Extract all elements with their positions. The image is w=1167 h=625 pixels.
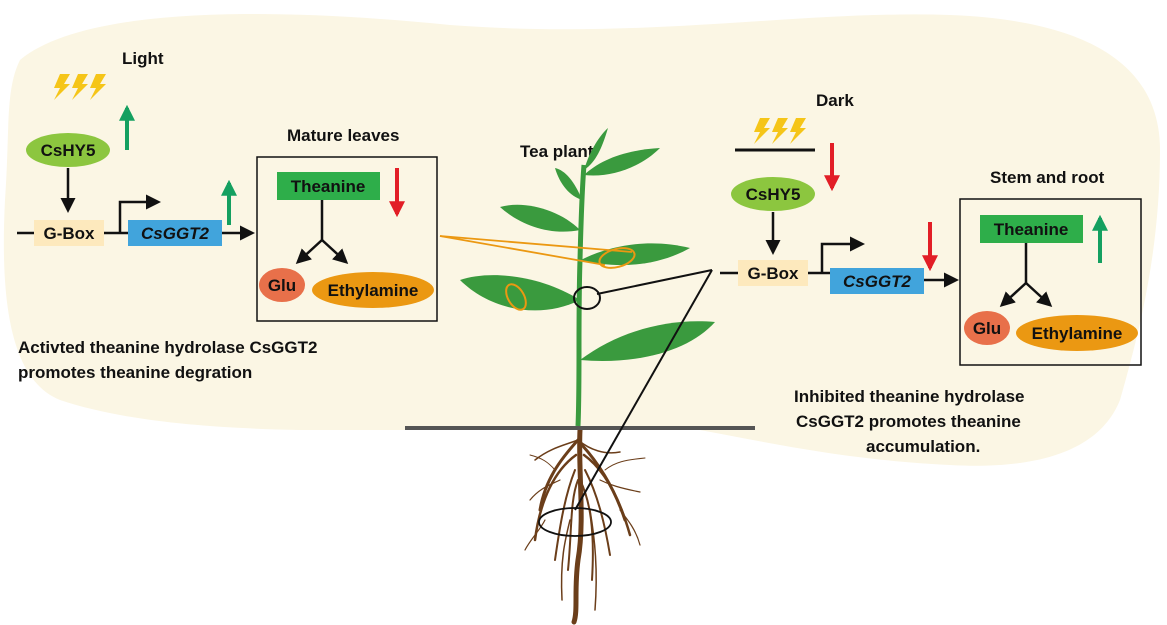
cshy5-label: CsHY5 bbox=[746, 185, 801, 204]
mature-leaves-frame bbox=[256, 156, 438, 322]
csggt2-label: CsGGT2 bbox=[843, 272, 912, 291]
stem-root-box: Stem and root Theanine Glu Ethylamine bbox=[959, 168, 1142, 366]
arrow-to-ethylamine bbox=[321, 239, 349, 265]
leader-line-orange bbox=[439, 235, 606, 266]
csggt2-node bbox=[128, 220, 222, 246]
theanine-node bbox=[980, 215, 1083, 243]
ethylamine-node bbox=[312, 272, 434, 308]
glu-label: Glu bbox=[268, 276, 296, 295]
root-highlight-ellipse bbox=[538, 507, 612, 537]
glu-node bbox=[964, 311, 1010, 345]
plant-stem bbox=[575, 164, 587, 427]
stem-root-title: Stem and root bbox=[990, 168, 1105, 187]
mature-leaves-title: Mature leaves bbox=[287, 126, 399, 145]
ethylamine-node bbox=[1016, 315, 1138, 351]
theanine-label: Theanine bbox=[994, 220, 1069, 239]
left-caption-line1: Activted theanine hydrolase CsGGT2 bbox=[18, 338, 317, 357]
arrow-to-glu bbox=[295, 239, 323, 265]
theanine-label: Theanine bbox=[291, 177, 366, 196]
tss-arrow-icon bbox=[118, 194, 161, 233]
right-panel: Dark CsHY5 G-Box CsGGT2 Inhibited theani… bbox=[720, 91, 1024, 456]
csggt2-node bbox=[830, 268, 924, 294]
lightning-icon bbox=[54, 74, 106, 100]
leader-line-orange bbox=[439, 235, 633, 253]
ethylamine-label: Ethylamine bbox=[328, 281, 419, 300]
left-panel: Light CsHY5 G-Box CsGGT2 Activted theani… bbox=[17, 49, 317, 382]
tea-plant: Tea plant bbox=[405, 128, 755, 625]
right-caption-line1: Inhibited theanine hydrolase bbox=[794, 387, 1024, 406]
leaf-highlight-ellipse bbox=[505, 283, 527, 311]
arrow-to-glu bbox=[999, 282, 1027, 308]
left-caption-line2: promotes theanine degration bbox=[18, 363, 252, 382]
dark-label: Dark bbox=[816, 91, 854, 110]
right-caption-line3: accumulation. bbox=[866, 437, 980, 456]
leader-line-black bbox=[596, 269, 713, 295]
tss-arrow-icon bbox=[820, 236, 865, 273]
right-caption-line2: CsGGT2 promotes theanine bbox=[796, 412, 1021, 431]
ethylamine-label: Ethylamine bbox=[1032, 324, 1123, 343]
leaves bbox=[460, 128, 715, 361]
glu-label: Glu bbox=[973, 319, 1001, 338]
mature-leaves-box: Mature leaves Theanine Glu Ethylamine bbox=[256, 126, 438, 322]
leader-line-black bbox=[574, 269, 713, 511]
theanine-node bbox=[277, 172, 380, 200]
root-illustration bbox=[524, 427, 646, 625]
lightning-icon bbox=[754, 118, 806, 144]
tea-plant-title: Tea plant bbox=[520, 142, 594, 161]
cshy5-node bbox=[26, 133, 110, 167]
cshy5-label: CsHY5 bbox=[41, 141, 96, 160]
csggt2-label: CsGGT2 bbox=[141, 224, 210, 243]
glu-node bbox=[259, 268, 305, 302]
gbox-node bbox=[738, 260, 808, 286]
stem-root-frame bbox=[959, 198, 1142, 366]
arrow-to-ethylamine bbox=[1025, 282, 1053, 308]
cshy5-node bbox=[731, 177, 815, 211]
stem-highlight-ellipse bbox=[573, 286, 601, 310]
leaf-highlight-ellipse bbox=[598, 247, 636, 269]
gbox-label: G-Box bbox=[44, 224, 96, 243]
gbox-node bbox=[34, 220, 104, 246]
light-label: Light bbox=[122, 49, 164, 68]
gbox-label: G-Box bbox=[748, 264, 800, 283]
